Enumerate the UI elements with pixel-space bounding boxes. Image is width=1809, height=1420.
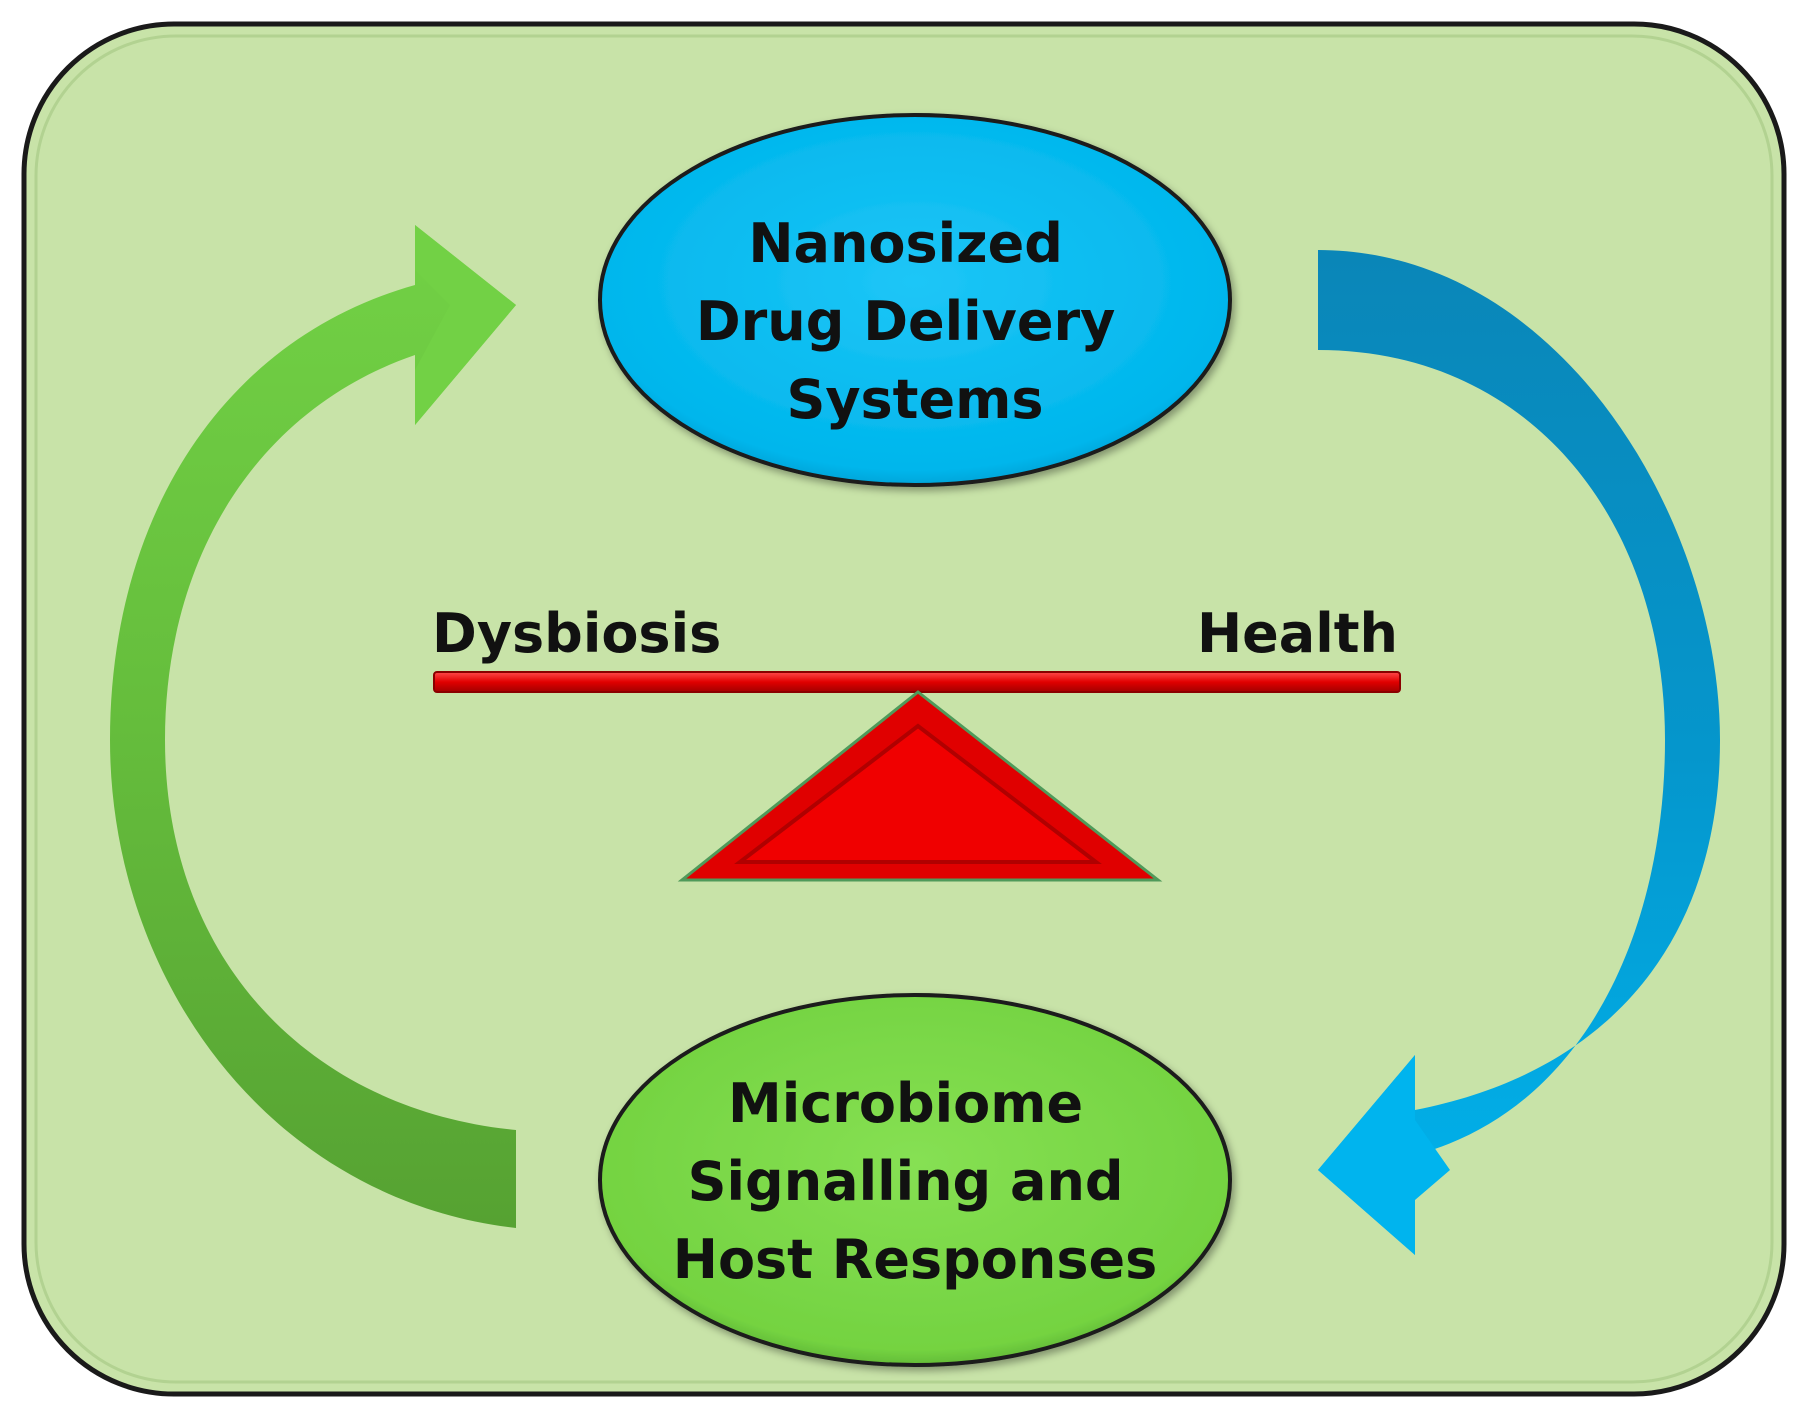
node-bottom-line-3: Host Responses [673,1228,1158,1291]
balance-fulcrum-bevel [734,723,1102,864]
node-bottom-ellipse [598,993,1232,1367]
node-bottom-label: Microbiome Signalling and Host Responses [673,1072,1158,1291]
node-top-label: Nanosized Drug Delivery Systems [696,212,1134,431]
balance-beam [433,671,1401,693]
node-top-line-1: Nanosized [748,212,1063,275]
label-health: Health [1197,602,1398,665]
arrow-top-to-bottom [1318,250,1720,1255]
label-dysbiosis: Dysbiosis [432,602,721,665]
node-microbiome-signalling [598,993,1232,1367]
arrow-top-to-bottom-head [1318,1055,1450,1255]
node-top-line-3: Systems [786,368,1043,431]
arrow-bottom-to-top [110,225,516,1228]
node-bottom-line-1: Microbiome [728,1072,1083,1135]
node-top-line-2: Drug Delivery [696,290,1115,353]
balance-scale: Dysbiosis Health [432,602,1401,882]
node-nanosized-drug-delivery [598,113,1232,487]
node-top-ellipse [598,113,1232,487]
background-panel-inner [34,34,1774,1384]
arrow-bottom-to-top-head [415,225,516,425]
node-bottom-line-2: Signalling and [688,1150,1124,1213]
